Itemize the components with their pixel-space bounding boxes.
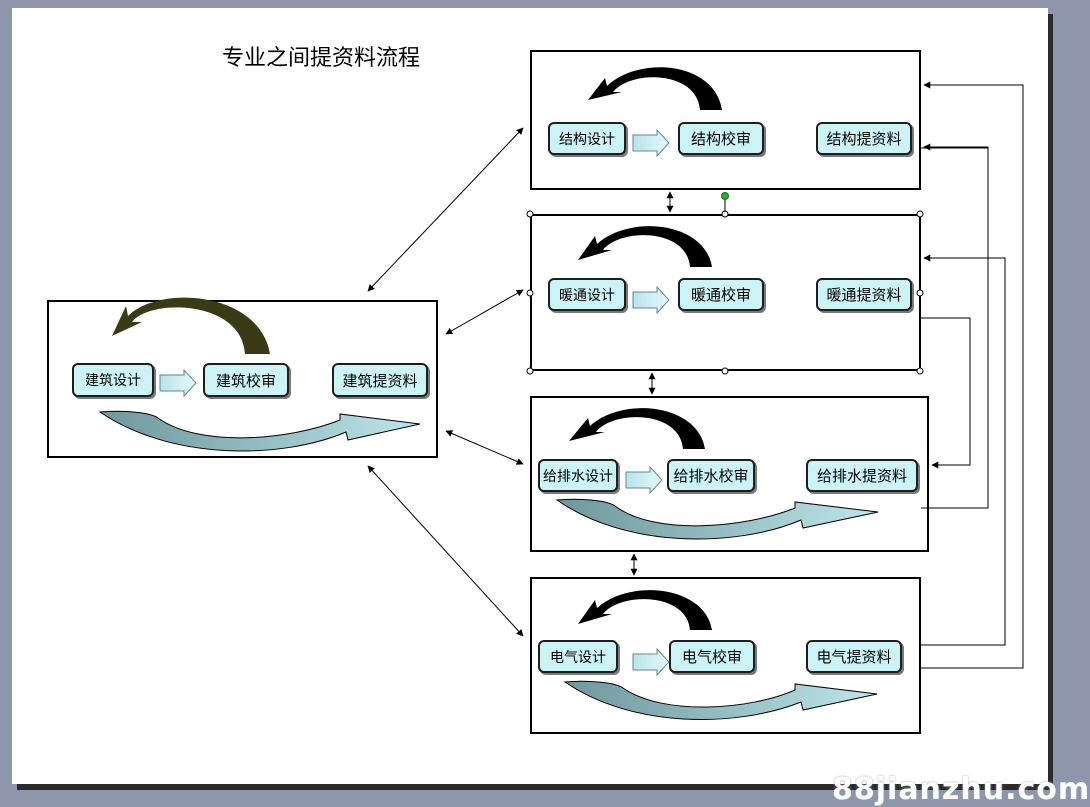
- connector-arch-electrical: [367, 465, 524, 637]
- node-architecture-design[interactable]: 建筑设计: [72, 363, 154, 397]
- node-structure-design[interactable]: 结构设计: [548, 122, 626, 155]
- feedback-arc-structure: [588, 67, 722, 110]
- node-electrical-review[interactable]: 电气校审: [669, 640, 755, 673]
- node-plumbing-design[interactable]: 给排水设计: [538, 459, 618, 492]
- block-arrow-plumbing: [625, 465, 663, 495]
- elbow-line-4: [921, 317, 971, 469]
- elbow-line-1: [921, 81, 1024, 669]
- selection-handles-hvac[interactable]: [526, 210, 924, 375]
- node-structure-provide[interactable]: 结构提资料: [816, 122, 912, 155]
- node-hvac-design[interactable]: 暖通设计: [548, 278, 626, 311]
- elbow-line-2: [921, 143, 989, 509]
- node-plumbing-review[interactable]: 给排水校审: [667, 459, 755, 492]
- feedback-arc-architecture: [112, 297, 270, 354]
- block-arrow-electrical: [632, 647, 670, 677]
- node-electrical-provide[interactable]: 电气提资料: [806, 640, 902, 673]
- block-arrow-structure: [632, 128, 670, 158]
- elbow-line-3: [921, 254, 1006, 646]
- connector-arch-structure: [367, 127, 524, 292]
- node-architecture-review[interactable]: 建筑校审: [203, 363, 289, 397]
- connector-arch-plumbing: [445, 430, 524, 465]
- feedback-arc-electrical: [578, 590, 712, 630]
- node-hvac-review[interactable]: 暖通校审: [678, 278, 764, 311]
- diagram-title: 专业之间提资料流程: [222, 46, 421, 71]
- node-hvac-provide[interactable]: 暖通提资料: [816, 278, 912, 311]
- connector-arch-hvac: [445, 289, 524, 335]
- feedback-arc-plumbing: [569, 408, 705, 449]
- node-electrical-design[interactable]: 电气设计: [538, 640, 618, 673]
- block-arrow-hvac: [632, 285, 670, 315]
- swoosh-architecture: [98, 410, 421, 452]
- node-architecture-provide[interactable]: 建筑提资料: [332, 363, 428, 397]
- node-plumbing-provide[interactable]: 给排水提资料: [806, 459, 918, 492]
- rotation-handle[interactable]: [721, 192, 729, 200]
- diagram-graphics: [98, 67, 1024, 721]
- feedback-arc-hvac: [578, 226, 712, 267]
- panel-structure[interactable]: [530, 50, 921, 190]
- swoosh-plumbing: [555, 498, 879, 540]
- swoosh-electrical: [563, 680, 878, 721]
- node-structure-review[interactable]: 结构校审: [678, 122, 764, 155]
- block-arrow-architecture: [159, 368, 197, 398]
- watermark-text: 88jianzhu.com: [832, 772, 1090, 807]
